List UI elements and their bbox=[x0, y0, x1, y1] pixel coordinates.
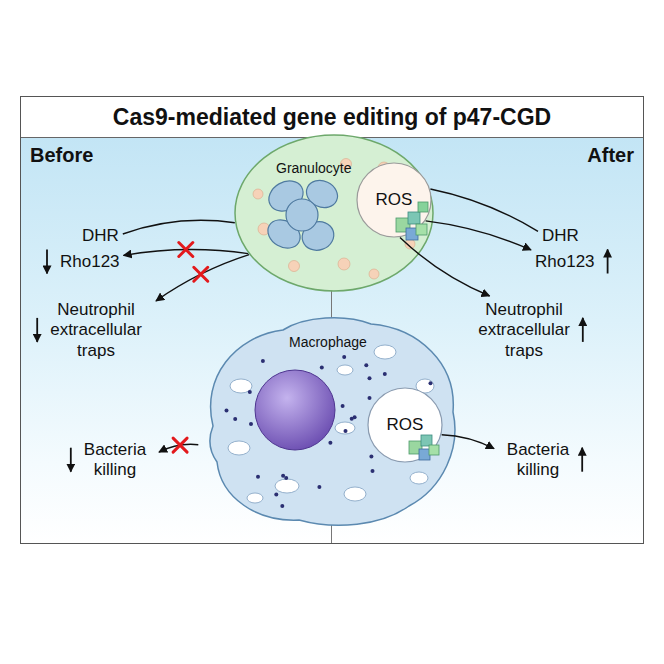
cell-label: Macrophage bbox=[289, 334, 367, 350]
readout-label: Rho123 bbox=[60, 252, 120, 272]
cell-label: Granulocyte bbox=[276, 160, 351, 176]
readout-label: Neutrophil extracellular traps bbox=[468, 300, 580, 361]
readout-label: Bacteria killing bbox=[498, 440, 578, 481]
readout-label: Neutrophil extracellular traps bbox=[40, 300, 152, 361]
ros-label: ROS bbox=[387, 415, 424, 435]
increase-arrow bbox=[581, 448, 583, 472]
readout-label: Neutrophil extracellular traps bbox=[40, 300, 152, 361]
ros-label: ROS bbox=[376, 190, 413, 210]
pathway-arrow bbox=[430, 189, 538, 231]
readout-label: Rho123 bbox=[535, 252, 595, 272]
pathway-arrow bbox=[159, 444, 198, 452]
decrease-arrow bbox=[46, 250, 48, 274]
readout-label: Bacteria killing bbox=[75, 440, 155, 481]
decrease-arrow bbox=[36, 318, 38, 342]
pathway-arrow bbox=[124, 249, 249, 255]
readout-label: Bacteria killing bbox=[498, 440, 578, 481]
readout-label: Rho123 bbox=[535, 252, 595, 272]
assay-label: DHR bbox=[542, 226, 579, 246]
ros-vesicle: ROS bbox=[356, 162, 432, 238]
macrophage-cell: Macrophage ROS bbox=[195, 308, 465, 532]
increase-arrow bbox=[582, 318, 584, 342]
assay-label: DHR bbox=[82, 226, 119, 246]
title-band: Cas9-mediated gene editing of p47-CGD bbox=[20, 96, 644, 138]
decrease-arrow bbox=[70, 448, 72, 472]
assay-label: DHR bbox=[82, 226, 119, 246]
ros-vesicle: ROS bbox=[367, 387, 443, 463]
pathway-arrow bbox=[156, 255, 249, 301]
block-cross bbox=[194, 267, 208, 281]
block-cross bbox=[173, 438, 187, 452]
readout-label: Bacteria killing bbox=[75, 440, 155, 481]
granulocyte-cell: Granulocyte ROS bbox=[234, 134, 434, 292]
block-cross bbox=[179, 242, 193, 256]
pathway-arrow bbox=[442, 435, 494, 449]
assay-label: DHR bbox=[542, 226, 579, 246]
increase-arrow bbox=[607, 250, 609, 274]
readout-label: Rho123 bbox=[60, 252, 120, 272]
readout-label: Neutrophil extracellular traps bbox=[468, 300, 580, 361]
pathway-arrow bbox=[426, 221, 531, 250]
pathway-arrow bbox=[123, 220, 235, 234]
diagram-title: Cas9-mediated gene editing of p47-CGD bbox=[20, 96, 644, 138]
panel-heading: After bbox=[332, 138, 644, 173]
pathway-arrow bbox=[400, 238, 490, 297]
